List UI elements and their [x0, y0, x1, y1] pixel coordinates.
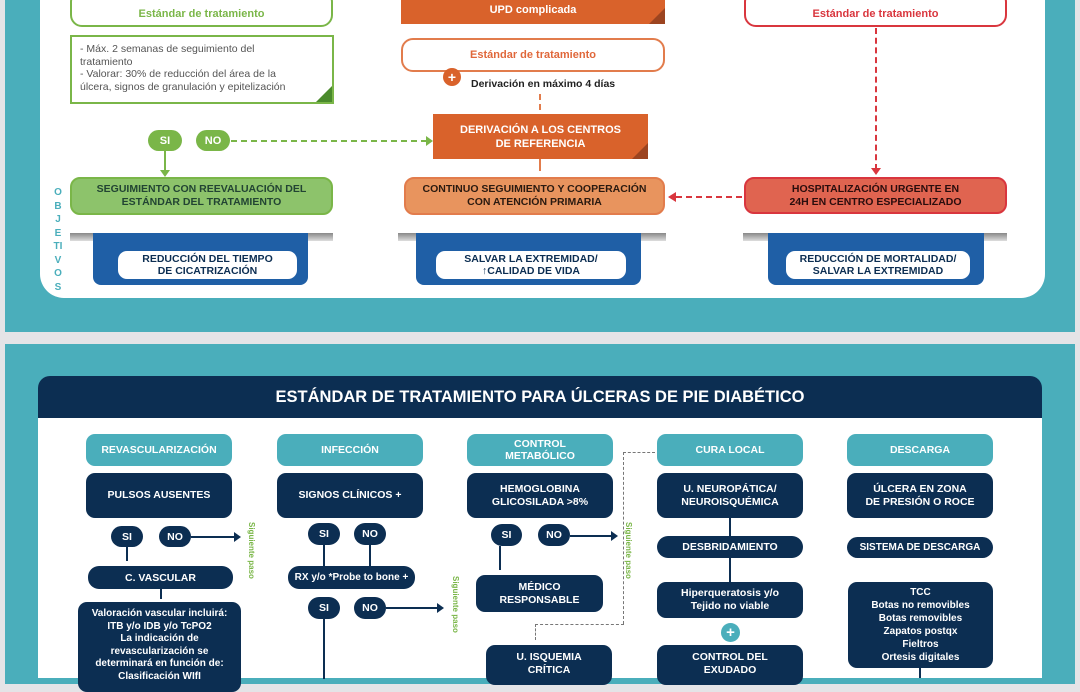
- left-result-box: SEGUIMIENTO CON REEVALUACIÓN DEL ESTÁNDA…: [70, 177, 333, 215]
- header-revascularization: REVASCULARIZACIÓN: [86, 434, 232, 466]
- dashed-arrow: [875, 28, 877, 170]
- offloading-system-box: SISTEMA DE DESCARGA: [847, 537, 993, 558]
- dashed-arrow: [676, 196, 742, 198]
- header-local-care: CURA LOCAL: [657, 434, 803, 466]
- no-dashed-arrow: [231, 140, 427, 142]
- arrow: [126, 547, 128, 561]
- rx-probe-box: RX y/o *Probe to bone +: [288, 566, 415, 589]
- dashed-arrow: [539, 94, 541, 110]
- objective-right: REDUCCIÓN DE MORTALIDAD/ SALVAR LA EXTRE…: [786, 251, 970, 279]
- next-step-label: Siguiente paso: [247, 522, 256, 579]
- objective-left: REDUCCIÓN DEL TIEMPO DE CICATRIZACIÓN: [118, 251, 297, 279]
- arrow-head: [611, 531, 618, 541]
- dashed-connector: [623, 452, 624, 624]
- no-pill: NO: [354, 597, 386, 619]
- yes-arrow: [164, 151, 166, 171]
- objectives-label: OBJETIVOS: [53, 187, 63, 293]
- arrow-head: [160, 170, 170, 177]
- arrow-head: [871, 168, 881, 175]
- left-standard-box: Estándar de tratamiento: [70, 0, 333, 27]
- arrow: [499, 546, 501, 570]
- no-pill: NO: [159, 526, 191, 547]
- right-result-box: HOSPITALIZACIÓN URGENTE EN 24H EN CENTRO…: [744, 177, 1007, 214]
- middle-standard-box: Estándar de tratamiento: [401, 38, 665, 72]
- plus-icon: +: [721, 623, 740, 642]
- vascular-detail-box: Valoración vascular incluirá: ITB y/o ID…: [78, 602, 241, 692]
- header-offloading: DESCARGA: [847, 434, 993, 466]
- arrow-head: [426, 136, 433, 146]
- yes-pill: SI: [308, 597, 340, 619]
- upd-complicated-box: UPD complicada: [401, 0, 665, 24]
- arrow-head: [437, 603, 444, 613]
- right-standard-box: Estándar de tratamiento: [744, 0, 1007, 27]
- no-pill: NO: [196, 130, 230, 151]
- fold: [649, 8, 665, 24]
- no-pill: NO: [538, 524, 570, 546]
- clinical-signs-box: SIGNOS CLÍNICOS +: [277, 473, 423, 518]
- plus-icon: +: [443, 68, 461, 86]
- yes-pill: SI: [308, 523, 340, 545]
- arrow: [369, 545, 371, 566]
- fold: [632, 143, 648, 159]
- header-metabolic: CONTROL METABÓLICO: [467, 434, 613, 466]
- next-step-label: Siguiente paso: [451, 576, 460, 633]
- debridement-box: DESBRIDAMIENTO: [657, 536, 803, 558]
- arrow: [386, 607, 438, 609]
- arrow: [729, 518, 731, 536]
- next-step-label: Siguiente paso: [624, 522, 633, 579]
- pressure-zone-box: ÚLCERA EN ZONA DE PRESIÓN O ROCE: [847, 473, 993, 518]
- arrow: [729, 558, 731, 582]
- arrow-head: [668, 192, 676, 202]
- yes-pill: SI: [148, 130, 182, 151]
- arrow: [539, 159, 541, 171]
- objective-middle: SALVAR LA EXTREMIDAD/ ↑CALIDAD DE VIDA: [436, 251, 626, 279]
- referral-box: DERIVACIÓN A LOS CENTROS DE REFERENCIA: [433, 114, 648, 159]
- no-pill: NO: [354, 523, 386, 545]
- note-fold: [316, 86, 332, 102]
- offloading-options-box: TCC Botas no removibles Botas removibles…: [848, 582, 993, 668]
- critical-ischemia-box: U. ISQUEMIA CRÍTICA: [486, 645, 612, 685]
- middle-result-box: CONTINUO SEGUIMIENTO Y COOPERACIÓN CON A…: [404, 177, 665, 215]
- arrow: [323, 545, 325, 566]
- bottom-title: ESTÁNDAR DE TRATAMIENTO PARA ÚLCERAS DE …: [38, 376, 1042, 418]
- referral-time-text: Derivación en máximo 4 días: [471, 78, 616, 90]
- connector-line: [323, 619, 325, 679]
- yes-pill: SI: [111, 526, 143, 547]
- hyperkeratosis-box: Hiperqueratosis y/o Tejido no viable: [657, 582, 803, 618]
- arrow-head: [234, 532, 241, 542]
- connector-line: [919, 668, 921, 678]
- exudate-control-box: CONTROL DEL EXUDADO: [657, 645, 803, 685]
- header-infection: INFECCIÓN: [277, 434, 423, 466]
- vascular-box: C. VASCULAR: [88, 566, 233, 589]
- yes-pill: SI: [491, 524, 522, 546]
- neuropathic-box: U. NEUROPÁTICA/ NEUROISQUÉMICA: [657, 473, 803, 518]
- dashed-connector: [623, 452, 655, 453]
- hba1c-box: HEMOGLOBINA GLICOSILADA >8%: [467, 473, 613, 518]
- arrow: [191, 536, 235, 538]
- pulses-absent-box: PULSOS AUSENTES: [86, 473, 232, 518]
- dashed-connector: [535, 624, 536, 640]
- dashed-connector: [535, 624, 624, 625]
- arrow: [160, 589, 162, 599]
- left-note: - Máx. 2 semanas de seguimiento del trat…: [70, 35, 334, 104]
- responsible-doctor-box: MÉDICO RESPONSABLE: [476, 575, 603, 612]
- arrow: [570, 535, 612, 537]
